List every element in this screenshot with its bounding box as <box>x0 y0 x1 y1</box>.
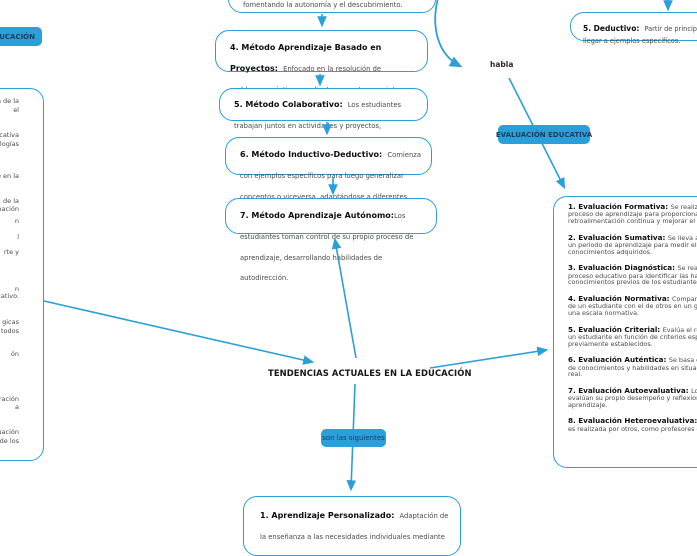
method-box-7[interactable]: 7. Método Aprendizaje Autónomo:Los estud… <box>225 198 437 282</box>
evaluation-item-line: un estudiante en función de criterios es… <box>568 332 697 341</box>
deductivo-title: 5. Deductivo: <box>583 24 640 33</box>
label-son-las-siguientes[interactable]: son las siguientes <box>321 429 386 447</box>
method-box-title: 7. Método Aprendizaje Autónomo: <box>240 211 394 220</box>
evaluation-item-lead: Se rea <box>677 264 697 273</box>
evaluation-item: 8. Evaluación Heteroevaluativa:es realiz… <box>568 416 697 433</box>
label-son-las-siguientes-text: son las siguientes <box>322 434 385 442</box>
evaluation-item-line: conocimientos adquiridos. <box>568 247 653 256</box>
habla-edge-label[interactable]: habla <box>490 60 514 69</box>
left-box-text-fragment: rte y <box>3 248 19 256</box>
evaluation-item-line: de conocimientos y habilidades en situac… <box>568 363 697 372</box>
left-box-text-fragment: de la <box>3 197 19 205</box>
bottom-box-title: 1. Aprendizaje Personalizado: <box>260 511 395 520</box>
evaluation-item-title: 4. Evaluación Normativa: Compara <box>568 294 697 303</box>
connector-leftbox-to-title <box>43 300 315 365</box>
evaluation-item: 1. Evaluación Formativa: Se realizaproce… <box>568 202 697 226</box>
deductivo-box[interactable]: 5. Deductivo: Partir de principios llega… <box>570 12 697 45</box>
evaluation-item-title: 2. Evaluación Sumativa: Se lleva a <box>568 232 697 242</box>
left-box-text-fragment: el <box>13 106 19 114</box>
left-box-text-fragment: n de la <box>0 97 19 105</box>
evaluation-item-title: 6. Evaluación Auténtica: Se basa e <box>568 355 697 365</box>
evaluation-item-lead: Se lleva a <box>667 233 697 242</box>
evaluation-item-line: evalúan su propio desempeño y reflexiona <box>568 394 697 403</box>
left-box-text-fragment: l <box>17 233 19 241</box>
connector-title-to-box7 <box>331 237 357 359</box>
left-box-text-fragment: gicas <box>2 318 19 326</box>
method-box-6[interactable]: 6. Método Inductivo-Deductivo: Comienza … <box>225 137 432 221</box>
label-evaluacion-educativa-text: EVALUACIÓN EDUCATIVA <box>495 130 593 139</box>
evaluation-item-title: 8. Evaluación Heteroevaluativa: <box>568 416 697 426</box>
evaluation-item-lead: Se realiza <box>670 203 697 211</box>
method-box-3-tail-text: fomentando la autonomía y el descubrimie… <box>243 1 403 9</box>
evaluation-item-title: 1. Evaluación Formativa: Se realiza <box>568 202 697 211</box>
central-topic-title[interactable]: TENDENCIAS ACTUALES EN LA EDUCACIÓN <box>268 368 472 378</box>
evaluation-item: 4. Evaluación Normativa: Comparade un es… <box>568 294 697 318</box>
left-box-text-fragment: ducativa <box>0 131 19 139</box>
connector-title-to-evaluacionbox <box>429 346 549 369</box>
label-evaluacion-educativa[interactable]: EVALUACIÓN EDUCATIVA <box>495 125 593 144</box>
evaluation-item-line: aprendizaje. <box>568 401 608 410</box>
left-box-text-fragment: ucativo. <box>0 292 19 300</box>
left-box-text-fragment: ón <box>10 350 19 358</box>
method-box-title: 6. Método Inductivo-Deductivo: <box>240 150 383 159</box>
evaluation-item-title: 5. Evaluación Criterial: Evalúa el re <box>568 325 697 334</box>
evaluation-item-lead: Compara <box>672 294 697 303</box>
method-box-title: 5. Método Colaborativo: <box>234 100 343 109</box>
evaluation-item-line: conocimientos previos de los estudiantes… <box>568 278 697 287</box>
method-box-title: 4. Método Aprendizaje Basado en Proyecto… <box>230 43 382 73</box>
evaluation-item-line: retroalimentación continua y mejorar el … <box>568 217 697 226</box>
left-box-text-fragment: e todos <box>0 327 19 335</box>
evaluation-item-line: es realizada por otros, como profesores … <box>568 424 697 433</box>
left-box-text-fragment: de los <box>0 437 19 445</box>
left-box-text-fragment: rmación <box>0 205 19 213</box>
evaluation-item-lead: Lo <box>691 386 697 395</box>
left-box-text-fragment: gración <box>0 395 19 403</box>
method-box-body: Los estudiantes toman control de su prop… <box>240 212 414 283</box>
evaluation-item-line: de un estudiante con el de otros en un g… <box>568 302 697 311</box>
evaluation-item-lead: Evalúa el re <box>662 325 697 334</box>
evaluation-item-line: proceso educativo para identificar las h… <box>568 271 697 280</box>
left-box-text-fragment: te en la <box>0 172 19 180</box>
deductivo-line1: Partir de principios <box>644 25 697 33</box>
left-box-text-fragment: n <box>14 217 19 225</box>
deductivo-line2: llegar a ejemplos específicos. <box>583 36 681 45</box>
left-box-text-fragment: n <box>14 285 19 293</box>
evaluation-item-line: una escala normativa. <box>568 309 640 318</box>
evaluation-item-line: previamente establecidos. <box>568 339 653 348</box>
evaluation-item-title: 3. Evaluación Diagnóstica: Se rea <box>568 263 697 273</box>
left-box-text-fragment: a <box>15 403 19 411</box>
left-box-text-fragment: luación <box>0 428 19 436</box>
evaluation-item: 7. Evaluación Autoevaluativa: Loevalúan … <box>568 386 697 410</box>
evaluation-item-lead: Se basa e <box>668 356 697 365</box>
label-educacion[interactable]: EDUCACIÓN <box>0 27 42 46</box>
evaluation-item-line: un periodo de aprendizaje para medir el … <box>568 241 697 249</box>
evaluation-item-title: 7. Evaluación Autoevaluativa: Lo <box>568 386 697 395</box>
connector-curve-to-habla <box>434 0 463 68</box>
left-box-text-fragment: nologías <box>0 140 19 148</box>
label-educacion-text: EDUCACIÓN <box>0 32 35 41</box>
evaluation-item-line: proceso de aprendizaje para proporcionar <box>568 210 697 219</box>
evaluation-item-line: real. <box>568 370 583 379</box>
evaluacion-box[interactable]: 1. Evaluación Formativa: Se realizaproce… <box>553 196 697 468</box>
